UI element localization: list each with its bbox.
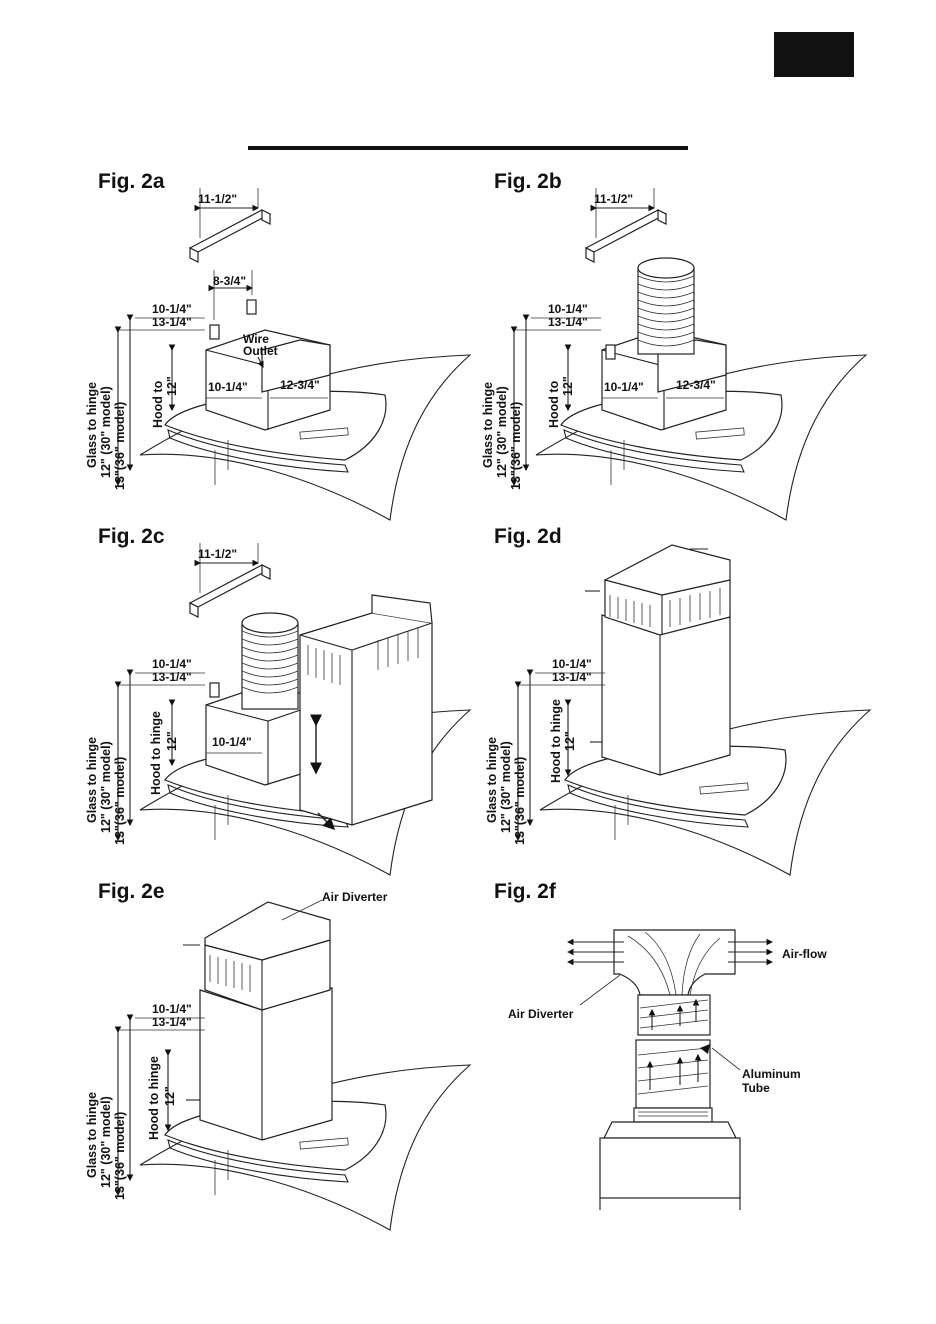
fig-2c-hood-dim: 12" — [165, 731, 179, 751]
fig-2e-glass-1: Glass to hinge — [85, 1092, 99, 1178]
fig-2c-glass-2: 12" (30" model) — [99, 741, 113, 833]
fig-2c-diagram: 11-1/2" 10-1/4" 13-1/4" — [85, 543, 471, 876]
fig-2b-outer-dim: 13-1/4" — [548, 315, 588, 329]
fig-2d-hood-dim: 12" — [563, 731, 577, 751]
fig-2f-label: Fig. 2f — [494, 880, 556, 903]
fig-2a-inner-dim: 10-1/4" — [152, 302, 192, 316]
fig-2d-glass-1: Glass to hinge — [485, 737, 499, 823]
fig-2d-inner-dim: 10-1/4" — [552, 657, 592, 671]
fig-2c-bracket-dim: 11-1/2" — [198, 547, 237, 561]
fig-2b-hood-dim: 12" — [561, 376, 575, 396]
fig-2e-glass-3: 13"(36" model) — [113, 1112, 127, 1200]
fig-2c-flex-duct — [241, 612, 299, 710]
fig-2a-label: Fig. 2a — [98, 170, 165, 193]
fig-2a-top-width: 8-3/4" — [213, 274, 246, 288]
fig-2d-chimney — [585, 544, 731, 776]
fig-2d-glass-3: 13"(36" model) — [513, 757, 527, 845]
fig-2b-width: 10-1/4" — [604, 380, 644, 394]
fig-2c-outer-dim: 13-1/4" — [152, 670, 192, 684]
fig-2a-hood-to: Hood to — [151, 380, 165, 428]
fig-2b-glass-3: 13"(36" model) — [509, 402, 523, 490]
fig-2f-tube-label-1: Aluminum — [742, 1067, 801, 1081]
fig-2e-diverter-label: Air Diverter — [322, 890, 388, 904]
fig-2c-glass-1: Glass to hinge — [85, 737, 99, 823]
fig-2c-width: 10-1/4" — [212, 735, 252, 749]
fig-2e-label: Fig. 2e — [98, 880, 165, 903]
fig-2b-flex-duct — [637, 257, 695, 355]
fig-2b-depth: 12-3/4" — [676, 378, 716, 392]
section-tab — [774, 32, 854, 77]
fig-2f-diverter-label: Air Diverter — [508, 1007, 574, 1021]
fig-2e-glass-2: 12" (30" model) — [99, 1096, 113, 1188]
fig-2c-label: Fig. 2c — [98, 525, 165, 548]
fig-2e-diagram: Air Diverter 10-1/4" 13-1/4" Hood to hin… — [85, 890, 471, 1231]
fig-2b-hood-to: Hood to — [547, 380, 561, 428]
fig-2a-glass-2: 12" (30" model) — [99, 386, 113, 478]
fig-2e-outer-dim: 13-1/4" — [152, 1015, 192, 1029]
fig-2c-glass-3: 13"(36" model) — [113, 757, 127, 845]
fig-2c-chimney-cover — [299, 594, 433, 831]
fig-2d-glass-2: 12" (30" model) — [499, 741, 513, 833]
fig-2b-glass-1: Glass to hinge — [481, 382, 495, 468]
heading-rule — [248, 146, 688, 150]
fig-2a-wire-1: Wire — [243, 332, 269, 346]
fig-2a-depth: 12-3/4" — [280, 378, 320, 392]
fig-2d-outer-dim: 13-1/4" — [552, 670, 592, 684]
fig-2b-diagram: 11-1/2" 10-1/4" 13-1/4" 10-1/4" 12-3/4" … — [481, 188, 867, 521]
fig-2b-inner-dim: 10-1/4" — [548, 302, 588, 316]
fig-2a-diagram: 11-1/2" 8-3/4" 10-1/4" 13-1/4" Wire Outl… — [85, 188, 471, 521]
fig-2d-label: Fig. 2d — [494, 525, 562, 548]
fig-2d-diagram: 10-1/4" 13-1/4" Hood to hinge 12" Glass … — [485, 544, 871, 876]
fig-2e-hood-dim: 12" — [163, 1086, 177, 1106]
fig-2a-width: 10-1/4" — [208, 380, 248, 394]
fig-2f-airflow-label: Air-flow — [782, 947, 827, 961]
fig-2d-hood-to: Hood to hinge — [549, 699, 563, 783]
fig-2a-hood-dim: 12" — [165, 376, 179, 396]
fig-2e-chimney — [183, 901, 333, 1141]
fig-2e-inner-dim: 10-1/4" — [152, 1002, 192, 1016]
fig-2a-outer-dim: 13-1/4" — [152, 315, 192, 329]
fig-2a-glass-3: 13"(36" model) — [113, 402, 127, 490]
fig-2a-glass-1: Glass to hinge — [85, 382, 99, 468]
fig-2f-diagram: Air-flow Air Diverter Aluminum Tube — [508, 929, 827, 1210]
fig-2b-label: Fig. 2b — [494, 170, 562, 193]
fig-2a-bracket-dim: 11-1/2" — [198, 192, 237, 206]
fig-2b-bracket-dim: 11-1/2" — [594, 192, 633, 206]
fig-2a-wire-2: Outlet — [243, 344, 278, 358]
fig-2b-glass-2: 12" (30" model) — [495, 386, 509, 478]
fig-2e-hood-to: Hood to hinge — [147, 1056, 161, 1140]
fig-2f-tube-label-2: Tube — [742, 1081, 770, 1095]
fig-2c-hood-to: Hood to hinge — [149, 711, 163, 795]
fig-2c-inner-dim: 10-1/4" — [152, 657, 192, 671]
